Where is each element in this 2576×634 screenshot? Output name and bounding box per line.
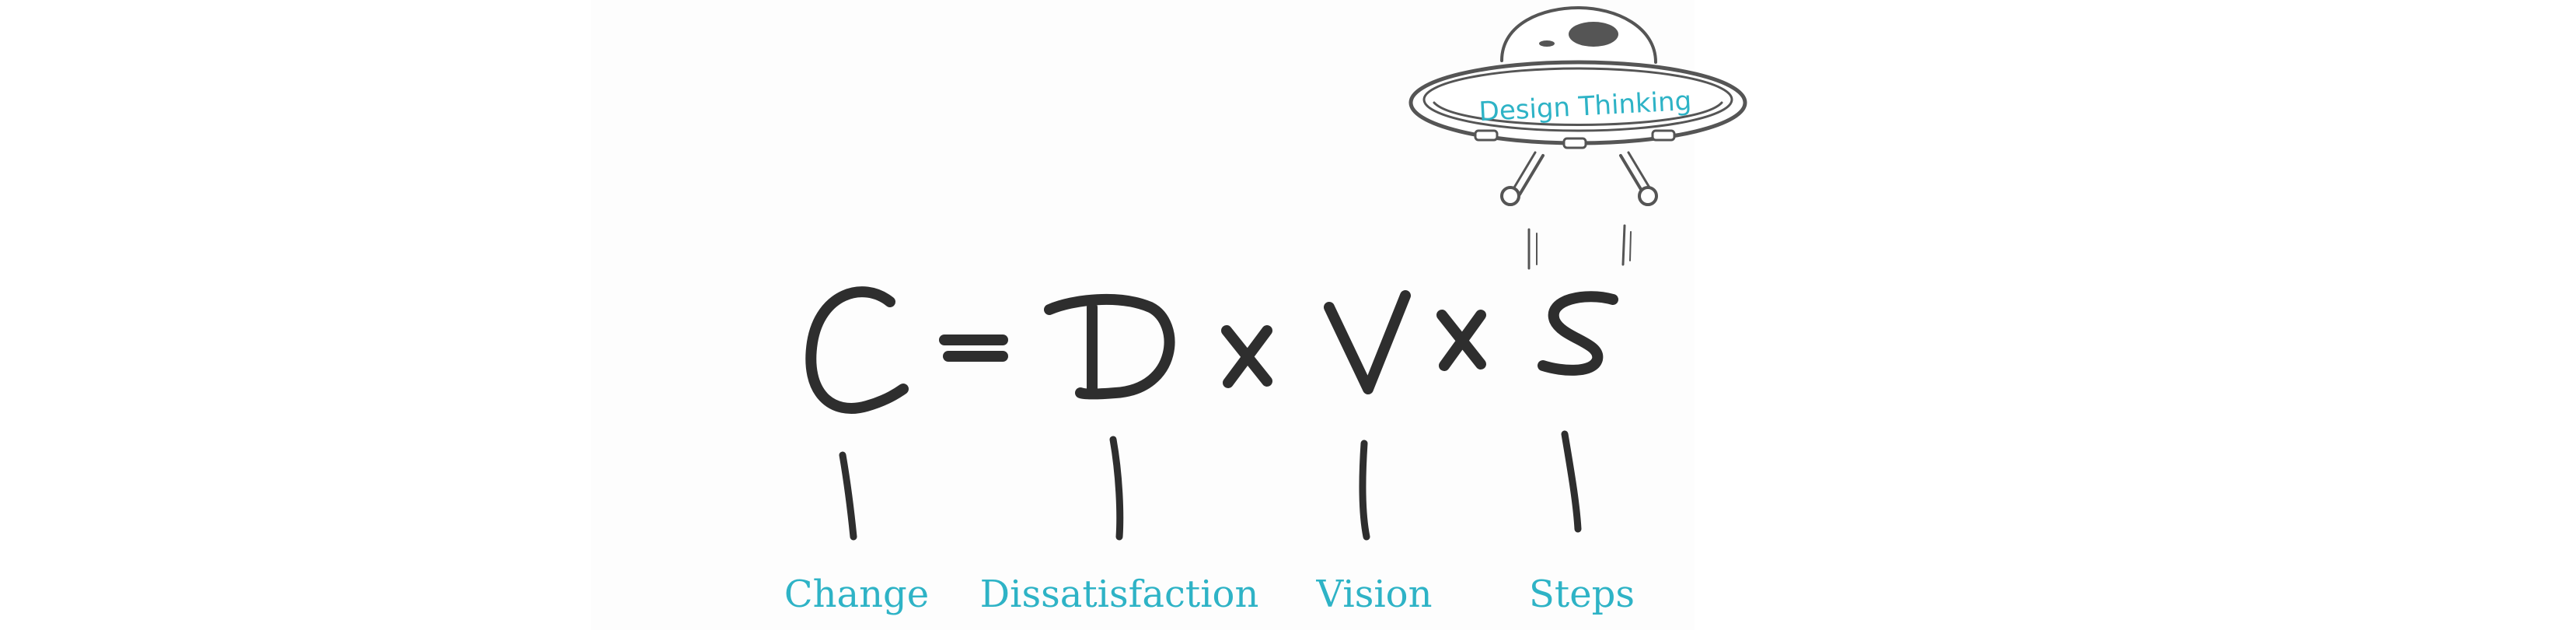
connector-vision: [1363, 443, 1367, 537]
label-change: Change: [784, 573, 929, 616]
label-dissatisfaction: Dissatisfaction: [980, 573, 1259, 616]
label-steps: Steps: [1529, 573, 1635, 616]
label-vision: Vision: [1316, 573, 1433, 616]
